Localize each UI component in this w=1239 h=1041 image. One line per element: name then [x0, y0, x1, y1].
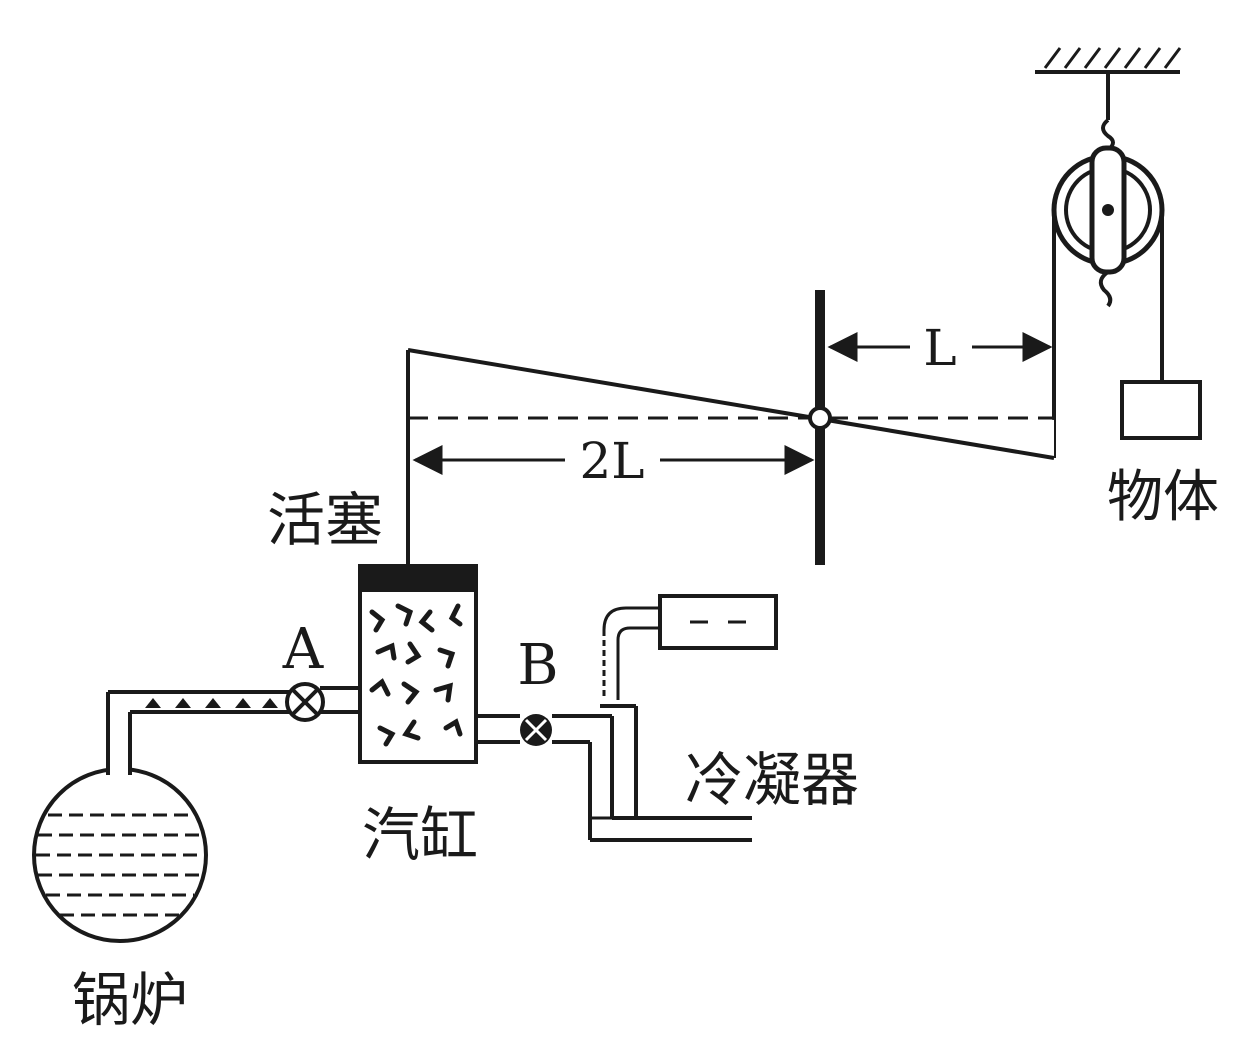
valve-b-label: B	[517, 633, 558, 698]
hanging-object	[1120, 380, 1202, 440]
piston-label: 活塞	[267, 486, 383, 554]
dimension-l: L	[827, 319, 1053, 377]
piston	[360, 566, 476, 592]
dimension-2l: 2L	[412, 432, 815, 490]
boiler-label: 锅炉	[72, 966, 188, 1034]
pulley	[1051, 145, 1165, 308]
object-label: 物体	[1107, 465, 1219, 530]
cylinder-label: 汽缸	[362, 801, 478, 869]
steam-pattern	[369, 603, 463, 747]
exhaust-pipe	[476, 714, 612, 744]
fulcrum-pivot	[808, 406, 832, 430]
boiler	[32, 692, 208, 943]
steam-pipe	[108, 686, 360, 714]
cylinder	[358, 564, 478, 764]
condenser	[588, 594, 778, 842]
dimension-l-label: L	[923, 319, 956, 377]
ceiling-support	[1035, 47, 1182, 152]
condenser-label: 冷凝器	[685, 746, 859, 814]
dimension-2l-label: 2L	[579, 432, 644, 490]
valve-b	[520, 714, 552, 746]
valve-a	[285, 682, 325, 722]
lever-beam	[406, 348, 1055, 568]
valve-a-label: A	[282, 617, 324, 682]
